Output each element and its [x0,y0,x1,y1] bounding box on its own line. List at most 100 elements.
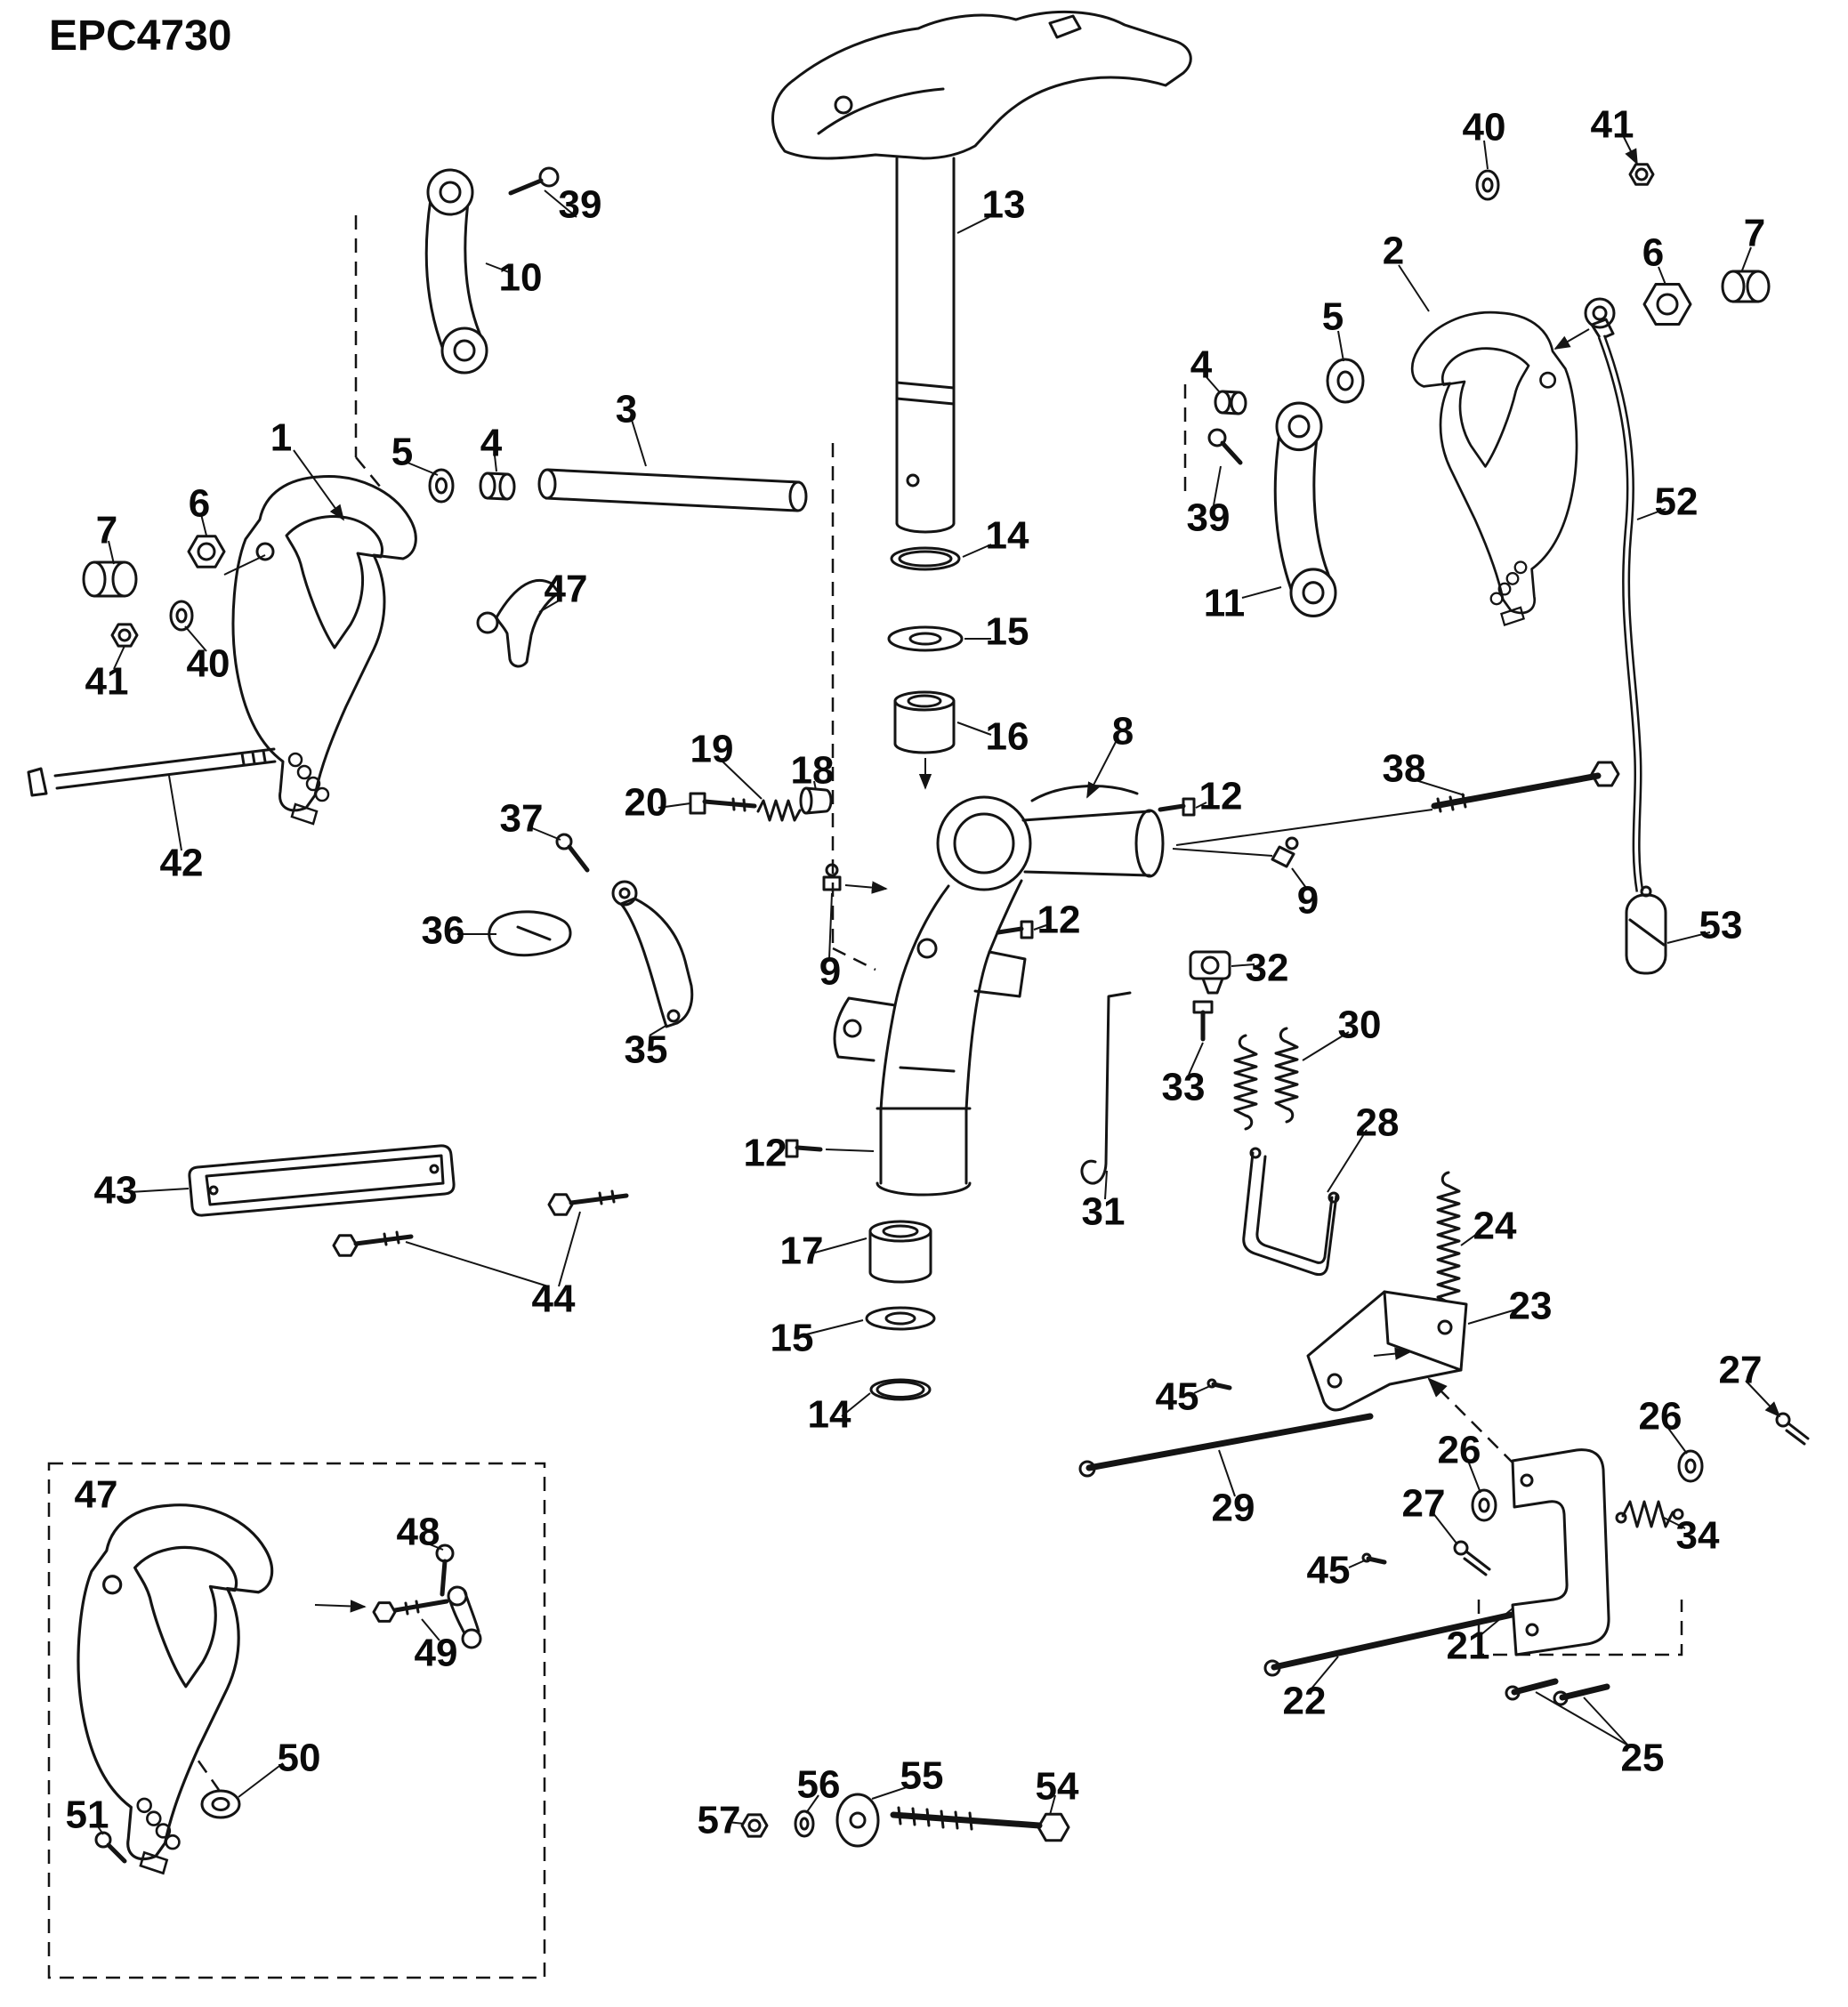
part-19-spring [756,799,802,822]
part-5-washer-left [428,468,455,504]
part-15-washer-upper [887,625,964,652]
part-4-bushing-left [479,472,516,501]
part-callout-43: 43 [94,1169,138,1213]
part-12-screw-b [996,920,1034,939]
part-callout-41: 41 [1591,103,1634,147]
part-callout-28: 28 [1356,1101,1400,1145]
part-30-springs [1233,1027,1299,1131]
part-32-clamp [1189,950,1231,995]
part-callout-40: 40 [187,642,230,686]
diagram-code: EPC4730 [49,12,231,60]
part-5-washer-right [1326,358,1365,404]
part-callout-20: 20 [625,781,668,825]
part-callout-14: 14 [986,514,1029,558]
part-20-bolt [689,792,757,815]
part-callout-48: 48 [397,1511,440,1554]
part-callout-15: 15 [986,610,1029,654]
part-callout-44: 44 [532,1278,576,1321]
part-callout-12: 12 [1199,775,1243,818]
part-37-screw [555,833,590,873]
part-14-oring-upper [890,546,961,571]
part-callout-9: 9 [1297,879,1319,923]
part-24-spring [1436,1171,1461,1318]
part-callout-55: 55 [900,1754,944,1798]
part-callout-4: 4 [480,422,503,465]
part-51-screw [94,1831,127,1864]
part-callout-45: 45 [1307,1549,1351,1592]
part-callout-10: 10 [499,256,543,300]
part-callout-12: 12 [744,1132,787,1175]
part-29-rod [1078,1413,1374,1478]
part-callout-40: 40 [1463,106,1506,149]
part-callout-18: 18 [791,749,835,793]
part-callout-8: 8 [1112,710,1134,754]
part-45-pin-b [1361,1552,1387,1565]
part-4-bushing-right [1214,390,1247,415]
part-14-oring-lower [869,1378,932,1401]
part-callout-56: 56 [797,1763,841,1807]
part-9-fitting-right [1172,836,1299,868]
part-callout-6: 6 [1642,231,1664,275]
part-18-cap [799,786,833,815]
part-2-transom-bracket-right [1410,310,1578,626]
part-callout-51: 51 [66,1793,109,1837]
part-callout-57: 57 [698,1799,741,1842]
part-callout-47: 47 [545,568,588,611]
part-45-pin-a [1206,1378,1232,1390]
part-53-carabiner [1625,885,1667,975]
part-callout-45: 45 [1156,1375,1199,1419]
part-13-swivel-shaft-arm [771,10,1192,534]
part-callout-32: 32 [1246,947,1289,990]
part-15-washer-lower [865,1306,936,1331]
part-callout-16: 16 [986,715,1029,759]
part-callout-36: 36 [422,909,465,953]
part-3-tilt-tube [537,468,808,512]
part-26-washer-b [1677,1449,1704,1483]
part-callout-52: 52 [1655,480,1699,524]
part-48-screw [435,1544,455,1597]
part-callout-50: 50 [278,1737,321,1780]
part-56-washer [794,1810,815,1838]
part-callout-26: 26 [1438,1429,1481,1472]
part-36-cam [488,910,572,957]
part-28-bail [1242,1147,1340,1277]
part-41-nut-right [1628,163,1655,186]
part-callout-11: 11 [1204,582,1246,625]
part-callout-42: 42 [160,842,204,885]
part-callout-27: 27 [1402,1482,1446,1526]
part-callout-39: 39 [559,183,602,227]
part-26-washer-a [1471,1488,1497,1522]
part-38-bolt [1175,761,1620,846]
part-callout-12: 12 [1037,899,1081,942]
part-1-transom-bracket-left [231,474,417,826]
part-callout-17: 17 [780,1229,824,1273]
part-44-bolts [332,1189,629,1257]
part-7-cap-left [82,560,138,598]
part-callout-31: 31 [1082,1190,1126,1234]
part-callout-34: 34 [1676,1514,1720,1558]
part-callout-30: 30 [1338,1004,1382,1047]
part-callout-5: 5 [1322,295,1344,339]
part-callout-24: 24 [1473,1205,1517,1248]
part-40-washer-left [169,600,194,632]
part-callout-3: 3 [616,388,637,431]
part-8-swivel-bracket [833,785,1165,1197]
part-callout-39: 39 [1187,496,1231,540]
part-callout-1: 1 [270,416,292,460]
part-callout-19: 19 [690,728,734,771]
construction-lines [47,215,1683,1979]
part-callout-23: 23 [1509,1285,1553,1328]
part-57-nut [740,1813,769,1838]
part-callout-38: 38 [1383,747,1426,791]
part-42-rod [27,747,277,797]
part-47-lever [476,578,561,668]
part-callout-33: 33 [1162,1066,1206,1109]
part-12-screw-c [785,1139,875,1158]
part-33-screw [1192,1000,1214,1042]
part-54-bolt [890,1806,1070,1842]
part-callout-27: 27 [1719,1349,1763,1392]
part-55-washer [835,1793,880,1848]
part-27-cotter-b [1775,1412,1810,1446]
part-31-hook-rod [1080,991,1132,1185]
